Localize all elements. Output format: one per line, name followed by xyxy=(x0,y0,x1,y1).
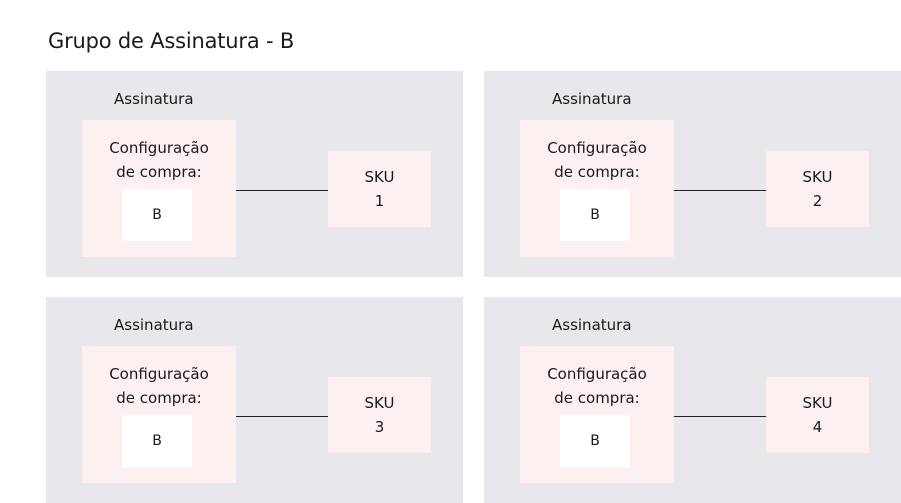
purchase-config-value: B xyxy=(122,415,192,467)
sku-number: 1 xyxy=(374,192,385,210)
subscription-group-3: Assinatura Configuração de compra: B SKU… xyxy=(46,297,463,503)
purchase-config-box: Configuração de compra: B xyxy=(520,120,674,257)
sku-box: SKU 3 xyxy=(328,377,431,453)
connector-line xyxy=(236,190,328,191)
purchase-config-box: Configuração de compra: B xyxy=(82,120,236,257)
purchase-config-label-line1: Configuração xyxy=(109,139,209,157)
connector-line xyxy=(236,416,328,417)
sku-label: SKU xyxy=(364,168,395,186)
purchase-config-label: Configuração de compra: xyxy=(520,136,674,184)
connector-line xyxy=(674,416,766,417)
purchase-config-value: B xyxy=(560,189,630,241)
connector-line xyxy=(674,190,766,191)
sku-box: SKU 1 xyxy=(328,151,431,227)
purchase-config-label: Configuração de compra: xyxy=(520,362,674,410)
purchase-config-label-line2: de compra: xyxy=(116,389,202,407)
subscription-label: Assinatura xyxy=(114,90,194,108)
purchase-config-value: B xyxy=(122,189,192,241)
purchase-config-label-line1: Configuração xyxy=(109,365,209,383)
sku-label: SKU xyxy=(802,168,833,186)
purchase-config-label: Configuração de compra: xyxy=(82,362,236,410)
sku-box: SKU 4 xyxy=(766,377,869,453)
purchase-config-label: Configuração de compra: xyxy=(82,136,236,184)
subscription-group-1: Assinatura Configuração de compra: B SKU… xyxy=(46,71,463,277)
sku-box: SKU 2 xyxy=(766,151,869,227)
purchase-config-label-line2: de compra: xyxy=(554,389,640,407)
subscription-group-4: Assinatura Configuração de compra: B SKU… xyxy=(484,297,901,503)
sku-label: SKU xyxy=(802,394,833,412)
purchase-config-label-line2: de compra: xyxy=(554,163,640,181)
subscription-group-2: Assinatura Configuração de compra: B SKU… xyxy=(484,71,901,277)
diagram-title: Grupo de Assinatura - B xyxy=(48,29,295,53)
sku-label: SKU xyxy=(364,394,395,412)
purchase-config-value: B xyxy=(560,415,630,467)
purchase-config-label-line1: Configuração xyxy=(547,139,647,157)
sku-number: 4 xyxy=(812,418,823,436)
sku-number: 2 xyxy=(812,192,823,210)
purchase-config-box: Configuração de compra: B xyxy=(520,346,674,483)
purchase-config-box: Configuração de compra: B xyxy=(82,346,236,483)
subscription-label: Assinatura xyxy=(552,90,632,108)
subscription-label: Assinatura xyxy=(114,316,194,334)
sku-number: 3 xyxy=(374,418,385,436)
purchase-config-label-line2: de compra: xyxy=(116,163,202,181)
subscription-label: Assinatura xyxy=(552,316,632,334)
purchase-config-label-line1: Configuração xyxy=(547,365,647,383)
